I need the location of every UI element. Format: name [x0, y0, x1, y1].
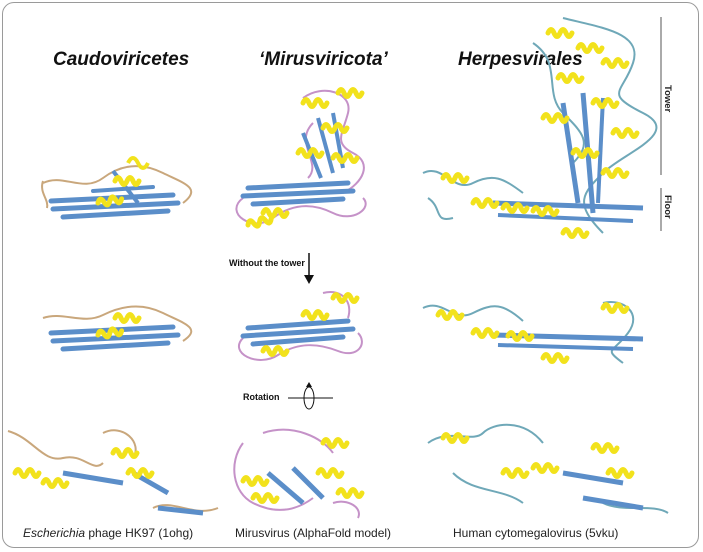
herpes-structure-row2 — [422, 301, 644, 363]
caudo-structure-row1 — [41, 156, 193, 220]
caption-caudoviricetes: Escherichia phage HK97 (1ohg) — [23, 526, 193, 540]
herpes-structure-row1 — [422, 17, 658, 237]
caption-caudo-italic: Escherichia — [23, 526, 86, 540]
caption-herpes-rest: Human cytomegalovirus (5vku) — [453, 526, 619, 540]
rotation-label: Rotation — [243, 392, 280, 402]
protein-structures — [7, 17, 669, 519]
caption-mirus-rest: Mirusvirus (AlphaFold model) — [235, 526, 392, 540]
without-tower-label: Without the tower — [229, 258, 305, 268]
caudo-structure-row3 — [7, 429, 219, 516]
title-herpesvirales: Herpesvirales — [458, 49, 583, 70]
mirus-structure-row1 — [235, 90, 367, 229]
mirus-structure-row3 — [233, 428, 362, 519]
caption-mirusviricota: Mirusvirus (AlphaFold model) — [235, 526, 391, 540]
tower-label: Tower — [662, 85, 673, 113]
title-mirusviricota: ‘Mirusviricota’ — [259, 49, 388, 70]
floor-label: Floor — [662, 195, 673, 219]
caudo-structure-row2 — [42, 305, 193, 352]
title-caudoviricetes: Caudoviricetes — [53, 49, 190, 70]
herpes-structure-row3 — [427, 423, 669, 514]
caption-herpesvirales: Human cytomegalovirus (5vku) — [453, 526, 618, 540]
caption-caudo-rest: phage HK97 (1ohg) — [85, 526, 194, 540]
mirus-structure-row2 — [238, 291, 363, 361]
